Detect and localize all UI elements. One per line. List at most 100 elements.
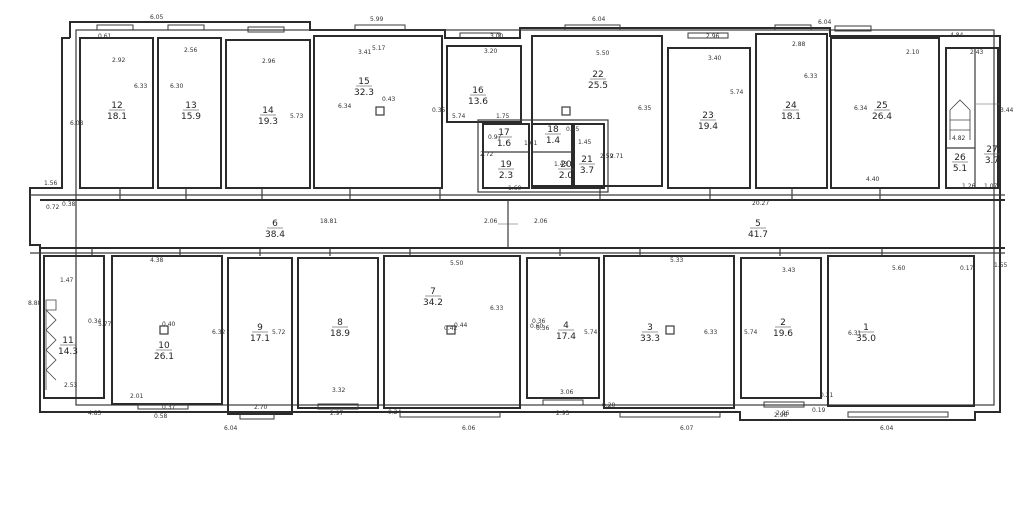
dimension-label: 6.31 [848,330,862,337]
dimension-label: 3.20 [484,48,498,55]
dimension-label: 3.40 [708,55,722,62]
dimension-label: 1.55 [994,262,1008,269]
room-22-outline [531,35,663,187]
room-area: 1.4 [546,136,561,146]
dimension-label: 0.36 [532,318,546,325]
dimension-label: 6.34 [338,103,352,110]
dimension-label: 6.30 [170,83,184,90]
room-area: 35.0 [856,334,876,344]
dimension-label: 6.32 [212,329,226,336]
dimension-label: 0.72 [46,204,60,211]
room-area: 38.4 [265,230,285,240]
dimension-label: 6.34 [854,105,868,112]
window [354,24,406,31]
window [459,32,501,39]
dimension-label: 6.33 [490,305,504,312]
dimension-label: 5.74 [584,329,598,336]
room-number: 3 [647,323,653,333]
dimension-label: 0.61 [98,33,112,40]
room-area: 18.1 [107,112,127,122]
dimension-label: 0.24 [388,409,402,416]
dimension-label: 6.33 [134,83,148,90]
dimension-label: 2.43 [970,49,984,56]
room-8-outline [297,257,379,409]
outer-wall-inner [75,29,995,406]
dimension-label: 6.04 [818,19,832,26]
dimension-label: 5.50 [596,50,610,57]
dimension-label: 0.20 [602,402,616,409]
dimension-label: 5.73 [290,113,304,120]
room-13-outline [157,37,222,189]
stair-top-outline [945,47,999,189]
dimension-label: 1.47 [60,277,74,284]
room-number: 16 [472,86,484,96]
dimension-label: 2.88 [792,41,806,48]
dimension-label: 5.60 [892,265,906,272]
room-number: 7 [430,287,436,297]
door-ticks [91,188,883,256]
dimension-label: 0.42 [444,325,458,332]
room-number: 27 [986,145,997,155]
room-area: 1.6 [497,139,512,149]
dimension-label: 5.99 [370,16,384,23]
dimension-label: 2.56 [184,47,198,54]
window [137,403,189,410]
dimension-label: 5.50 [450,260,464,267]
dimension-label: 1.45 [578,139,592,146]
window [763,401,805,408]
room-3-outline [603,255,735,409]
dimension-label: 0.36 [536,325,550,332]
dimension-label: 5.77 [98,321,112,328]
room-24-outline [755,33,828,189]
room-number: 23 [702,111,713,121]
room-number: 20 [560,160,572,170]
room-number: 1 [863,323,869,333]
room-number: 9 [257,323,263,333]
room-number: 10 [158,341,170,351]
dimension-label: 18.81 [320,218,337,225]
room-area: 2.3 [499,171,513,181]
room-21-outline [573,123,605,189]
room-area: 41.7 [748,230,768,240]
stairs [45,99,1000,390]
room-number: 17 [498,128,509,138]
window [542,399,584,406]
room-number: 24 [785,101,797,111]
dimension-label: 5.74 [730,89,744,96]
dimension-label: 4.40 [866,176,880,183]
dimension-label: 0.17 [960,265,974,272]
dimension-label: 6.05 [150,14,164,21]
dimension-label: 3.32 [332,387,346,394]
room-area: 3.7 [580,166,594,176]
room-area: 18.1 [781,112,801,122]
dimension-label: 0.44 [454,322,468,329]
room-number: 22 [592,70,603,80]
room-number: 8 [337,318,343,328]
dimension-label: 6.35 [638,105,652,112]
dimension-label: 6.04 [224,425,238,432]
window [399,411,501,418]
window [619,411,721,418]
room-labels: 135.0219.6333.3417.4541.7638.4734.2818.9… [58,70,1000,362]
windows-top [96,24,872,39]
room-23-outline [667,47,751,189]
room-area: 19.3 [258,117,278,127]
room-area: 2.0 [559,171,574,181]
dimension-label: 0.37 [162,404,176,411]
room-14-outline [225,39,311,189]
dimension-label: 5.72 [272,329,286,336]
room-4-outline [526,257,600,399]
room-area: 14.3 [58,347,78,357]
stair-left [45,299,57,390]
dimension-label: 2.71 [610,153,624,160]
dimension-label: 1.61 [524,140,538,147]
window [96,24,134,31]
corridor [30,194,1005,254]
dimension-label: 2.97 [330,410,344,417]
room-1-outline [827,255,975,407]
room-number: 2 [780,318,786,328]
column [375,106,385,116]
room-area: 33.3 [640,334,660,344]
room-25-outline [830,37,940,189]
